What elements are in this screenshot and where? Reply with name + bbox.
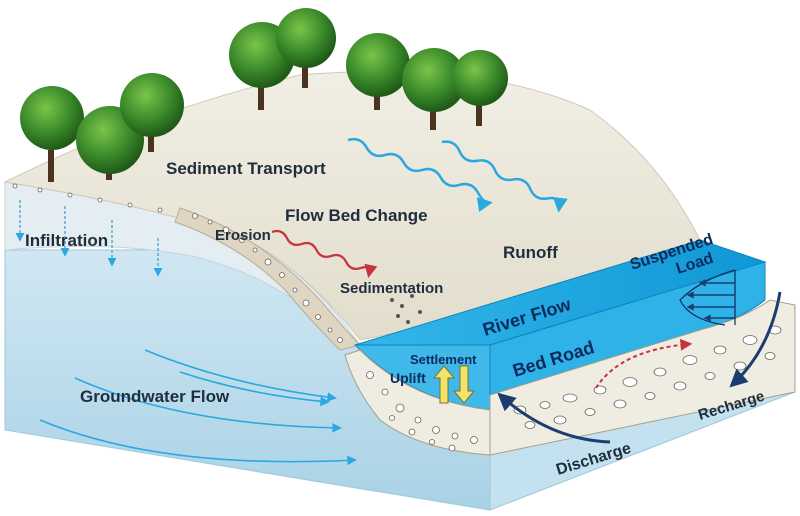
tree-icon xyxy=(346,33,410,110)
tree-icon xyxy=(20,86,84,182)
tree-icon xyxy=(120,73,184,152)
runoff-wave-icon xyxy=(441,140,568,213)
infiltration-arrows xyxy=(15,200,163,277)
label-sediment-transport: Sediment Transport xyxy=(166,159,326,178)
gravel-slope xyxy=(174,207,361,351)
label-groundwater-flow: Groundwater Flow xyxy=(80,387,230,406)
tree-icon xyxy=(402,48,466,130)
label-runoff: Runoff xyxy=(503,243,558,262)
discharge-arrow-icon xyxy=(497,392,611,444)
label-infiltration: Infiltration xyxy=(25,231,108,250)
label-uplift: Uplift xyxy=(390,370,426,386)
runoff-wave-icon xyxy=(347,137,493,212)
label-flow-bed-change: Flow Bed Change xyxy=(285,206,428,225)
gravel-dots xyxy=(12,183,343,343)
riverbed-gravel xyxy=(489,299,796,456)
erosion-wave-icon xyxy=(271,229,378,279)
uplift-arrows-icon xyxy=(432,365,476,404)
sediment-particles xyxy=(390,294,422,324)
bed-load-arrow-icon xyxy=(595,338,693,389)
channel-gravel-stones xyxy=(366,371,478,452)
suspended-load-profile xyxy=(679,269,736,326)
label-settlement: Settlement xyxy=(410,352,477,367)
groundwater-flow-arrows xyxy=(39,349,357,466)
tree-icon xyxy=(276,8,336,88)
label-sedimentation: Sedimentation xyxy=(340,280,443,297)
label-erosion: Erosion xyxy=(215,227,271,244)
recharge-arrow-icon xyxy=(729,291,782,388)
channel-gravel-front xyxy=(344,349,491,456)
tree-icon xyxy=(452,50,508,126)
